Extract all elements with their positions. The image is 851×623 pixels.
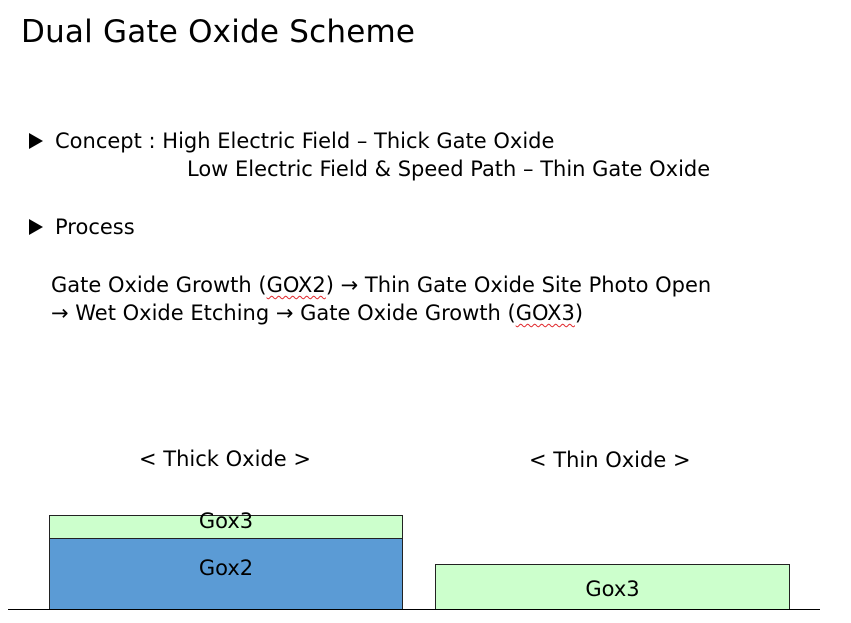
process-step-2-prefix: → Wet Oxide Etching → Gate Oxide Growth … xyxy=(51,301,516,325)
concept-label: Concept : xyxy=(55,129,163,153)
process-step-1-suffix: ) → Thin Gate Oxide Site Photo Open xyxy=(325,273,712,297)
process-step-1: Gate Oxide Growth (GOX2) → Thin Gate Oxi… xyxy=(51,273,711,297)
thin-gox3-label: Gox3 xyxy=(585,577,640,601)
thick-gox3-layer: Gox3 xyxy=(49,509,403,539)
concept-text-2: Low Electric Field & Speed Path – Thin G… xyxy=(187,157,711,181)
process-step-2-suffix: ) xyxy=(574,301,584,325)
thick-gox2-label: Gox2 xyxy=(198,556,254,580)
concept-text-1: High Electric Field – Thick Gate Oxide xyxy=(162,129,555,153)
thin-gox3-layer: Gox3 xyxy=(435,564,790,610)
slide-title: Dual Gate Oxide Scheme xyxy=(21,14,416,50)
substrate-baseline xyxy=(8,609,820,610)
thick-oxide-heading: < Thick Oxide > xyxy=(139,447,311,471)
process-term-gox2: GOX2 xyxy=(266,273,326,297)
process-heading: Process xyxy=(29,215,135,239)
process-step-2: → Wet Oxide Etching → Gate Oxide Growth … xyxy=(51,301,583,325)
thin-oxide-heading: < Thin Oxide > xyxy=(529,448,691,472)
triangle-bullet-icon xyxy=(29,219,43,235)
process-label: Process xyxy=(55,215,135,239)
concept-line-1: Concept : High Electric Field – Thick Ga… xyxy=(29,129,554,153)
triangle-bullet-icon xyxy=(29,133,43,149)
process-step-1-prefix: Gate Oxide Growth ( xyxy=(51,273,267,297)
thick-gox3-label: Gox3 xyxy=(198,509,254,533)
thick-gox2-layer: Gox2 xyxy=(49,538,403,610)
process-term-gox3: GOX3 xyxy=(515,301,575,325)
